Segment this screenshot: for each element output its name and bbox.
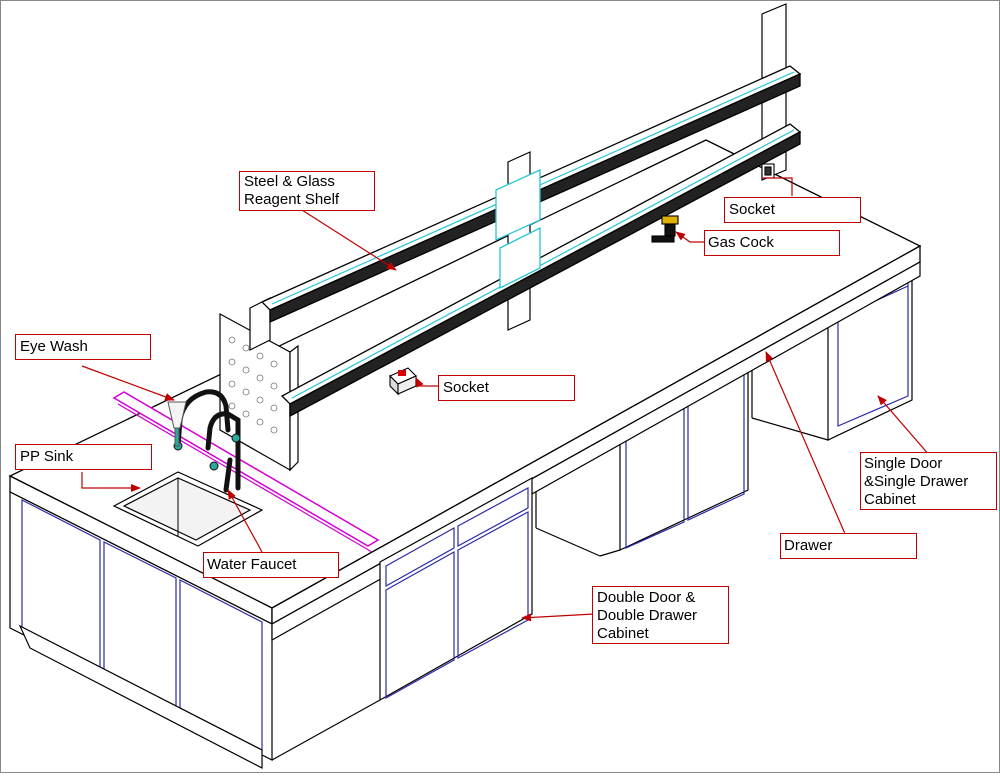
gas-cock xyxy=(651,215,679,243)
label-box-eye-wash xyxy=(15,334,151,360)
label-box-pp-sink xyxy=(15,444,152,470)
label-eye-wash: Eye Wash xyxy=(20,338,88,355)
label-box-water-faucet xyxy=(203,552,339,578)
worktop xyxy=(8,139,922,626)
socket-right xyxy=(761,163,775,179)
label-box-socket-right xyxy=(724,197,861,223)
label-socket-right: Socket xyxy=(729,201,775,218)
label-pp-sink: PP Sink xyxy=(20,448,74,465)
label-box-double-door-cabinet xyxy=(592,586,729,644)
label-water-faucet: Water Faucet xyxy=(207,556,297,573)
label-single-door-cabinet: Single Door &Single Drawer Cabinet xyxy=(864,455,969,508)
label-drawer: Drawer xyxy=(784,537,833,554)
pp-sink xyxy=(112,471,264,547)
label-box-socket-center xyxy=(438,375,575,401)
reagent-shelves xyxy=(260,65,802,418)
label-socket-center: Socket xyxy=(443,379,489,396)
eye-wash xyxy=(167,401,187,447)
label-box-gas-cock xyxy=(704,230,840,256)
label-gas-cock: Gas Cock xyxy=(708,234,774,251)
leader-lines xyxy=(81,177,931,622)
label-box-steel-glass-shelf xyxy=(239,171,375,211)
label-double-door-cabinet: Double Door & Double Drawer Cabinet xyxy=(597,589,698,642)
label-box-drawer xyxy=(780,533,917,559)
socket-center xyxy=(389,367,417,396)
label-steel-glass-shelf: Steel & Glass Reagent Shelf xyxy=(244,173,340,208)
label-box-single-door-cabinet xyxy=(860,452,997,510)
front-cabinets xyxy=(9,260,921,769)
